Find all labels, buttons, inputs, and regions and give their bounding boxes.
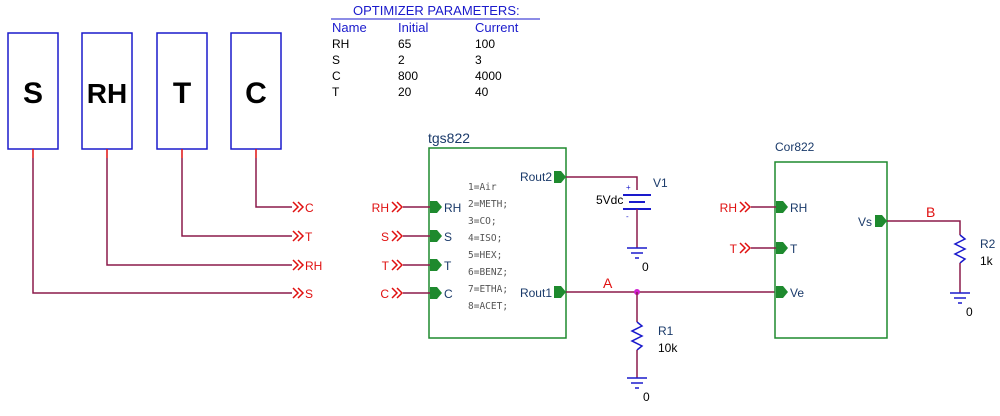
opt-row-2-initial: 800 bbox=[398, 69, 418, 83]
r2-resistor[interactable] bbox=[950, 234, 970, 304]
v1-name: V1 bbox=[653, 176, 668, 190]
gas-list: 1=Air 2=METH; 3=CO; 4=ISO; 5=HEX; 6=BENZ… bbox=[468, 182, 508, 312]
offpage-label-rh: RH bbox=[305, 259, 322, 273]
v1-source[interactable]: + - bbox=[566, 176, 651, 259]
cor822-block[interactable] bbox=[774, 161, 888, 339]
gas-item: 6=BENZ; bbox=[468, 267, 508, 278]
r2-name: R2 bbox=[980, 237, 996, 251]
param-box-t-label: T bbox=[173, 77, 191, 110]
param-box-t[interactable]: T bbox=[156, 32, 208, 150]
param-box-s[interactable]: S bbox=[7, 32, 59, 150]
gas-item: 8=ACET; bbox=[468, 301, 508, 312]
tgs822-pin-rh: RH bbox=[444, 201, 461, 215]
param-box-c[interactable]: C bbox=[230, 32, 282, 150]
optimizer-header-initial: Initial bbox=[398, 20, 428, 35]
tgs822-input-t: T bbox=[382, 259, 390, 273]
box-wires bbox=[32, 158, 292, 294]
param-box-rh-label: RH bbox=[87, 78, 127, 109]
r2-ground-label: 0 bbox=[966, 305, 973, 319]
opt-row-1-initial: 2 bbox=[398, 53, 405, 67]
cor822-title: Cor822 bbox=[775, 140, 815, 154]
opt-row-3-name: T bbox=[332, 85, 340, 99]
tgs822-input-wires bbox=[403, 206, 430, 294]
offpage-label-s: S bbox=[305, 287, 313, 301]
svg-text:-: - bbox=[626, 212, 629, 221]
tgs822-pin-rout2: Rout2 bbox=[520, 170, 552, 184]
tgs822-title: tgs822 bbox=[428, 130, 470, 146]
offpage-label-t: T bbox=[305, 230, 313, 244]
opt-row-3-current: 40 bbox=[475, 85, 489, 99]
gas-item: 2=METH; bbox=[468, 199, 508, 210]
cor822-input-connectors bbox=[739, 201, 752, 254]
tgs822-input-rh: RH bbox=[372, 201, 389, 215]
tgs822-pins bbox=[430, 171, 566, 299]
param-box-s-label: S bbox=[23, 77, 43, 110]
cor822-input-t: T bbox=[730, 242, 738, 256]
tgs822-block[interactable] bbox=[428, 147, 567, 339]
gas-item: 3=CO; bbox=[468, 216, 497, 227]
optimizer-table: OPTIMIZER PARAMETERS: Name Initial Curre… bbox=[331, 3, 540, 99]
offpage-label-c: C bbox=[305, 201, 314, 215]
tgs822-pin-s: S bbox=[444, 230, 452, 244]
optimizer-header-current: Current bbox=[475, 20, 519, 35]
gas-item: 7=ETHA; bbox=[468, 284, 508, 295]
tgs822-pin-c: C bbox=[444, 287, 453, 301]
param-box-rh[interactable]: RH bbox=[81, 32, 133, 150]
opt-row-3-initial: 20 bbox=[398, 85, 412, 99]
cor822-pins bbox=[776, 201, 887, 298]
tgs822-input-s: S bbox=[381, 230, 389, 244]
optimizer-title: OPTIMIZER PARAMETERS: bbox=[353, 3, 520, 18]
param-box-c-label: C bbox=[245, 77, 267, 110]
opt-row-1-current: 3 bbox=[475, 53, 482, 67]
gas-item: 1=Air bbox=[468, 182, 497, 193]
v1-ground-label: 0 bbox=[642, 260, 649, 274]
opt-row-0-current: 100 bbox=[475, 37, 495, 51]
tgs822-pin-t: T bbox=[444, 259, 452, 273]
cor822-input-rh: RH bbox=[720, 201, 737, 215]
node-b-wire bbox=[887, 220, 961, 235]
tgs822-pin-rout1: Rout1 bbox=[520, 286, 552, 300]
cor822-pin-t: T bbox=[790, 242, 798, 256]
opt-row-0-initial: 65 bbox=[398, 37, 412, 51]
r1-value: 10k bbox=[658, 341, 678, 355]
opt-row-2-current: 4000 bbox=[475, 69, 502, 83]
gas-item: 4=ISO; bbox=[468, 233, 502, 244]
tgs822-input-connectors bbox=[391, 201, 404, 299]
cor822-input-wires bbox=[751, 206, 776, 249]
opt-row-1-name: S bbox=[332, 53, 340, 67]
r1-name: R1 bbox=[658, 324, 674, 338]
optimizer-header-name: Name bbox=[332, 20, 367, 35]
cor822-pin-ve: Ve bbox=[790, 286, 804, 300]
gas-item: 5=HEX; bbox=[468, 250, 502, 261]
r1-resistor[interactable] bbox=[627, 292, 647, 389]
tgs822-input-c: C bbox=[380, 287, 389, 301]
opt-row-2-name: C bbox=[332, 69, 341, 83]
cor822-pin-rh: RH bbox=[790, 201, 807, 215]
opt-row-0-name: RH bbox=[332, 37, 349, 51]
cor822-pin-vs: Vs bbox=[858, 215, 872, 229]
node-a-label: A bbox=[603, 275, 613, 291]
offpage-connectors-left bbox=[292, 201, 305, 299]
box-stubs bbox=[32, 149, 257, 158]
node-b-label: B bbox=[926, 204, 935, 220]
r1-ground-label: 0 bbox=[643, 390, 650, 404]
v1-value: 5Vdc bbox=[596, 193, 623, 207]
r2-value: 1k bbox=[980, 254, 994, 268]
svg-text:+: + bbox=[626, 183, 631, 192]
